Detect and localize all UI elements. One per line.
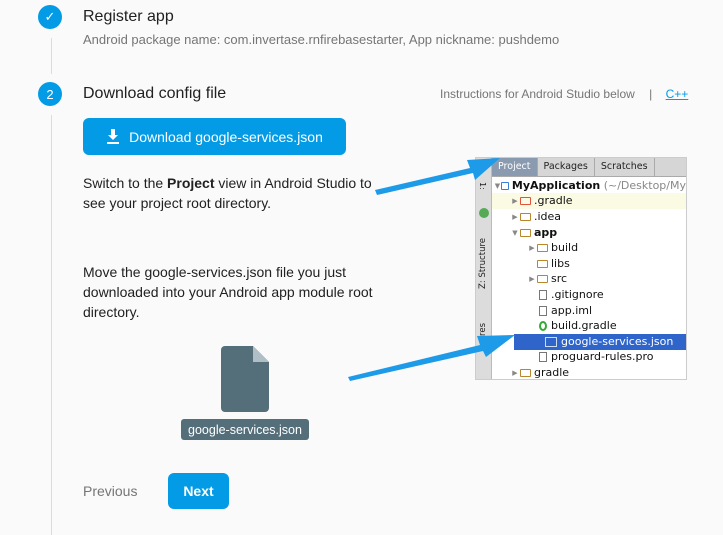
download-icon (107, 128, 120, 144)
step-title: Register app (83, 8, 174, 25)
root-path: (~/Desktop/My (603, 179, 686, 193)
tree-item: ▼app (512, 226, 558, 240)
download-config-button[interactable]: Download google-services.json (83, 118, 346, 155)
instruction-project-view: Switch to the Project view in Android St… (83, 173, 383, 213)
file-label: google-services.json (181, 419, 309, 440)
tab-scratches: Scratches (595, 158, 655, 176)
file-icon[interactable] (221, 346, 269, 412)
cpp-link[interactable]: C++ (665, 87, 689, 101)
step-title: Download config file (83, 85, 227, 102)
tree-label: .idea (534, 210, 562, 224)
instructions-label: Instructions for Android Studio below | … (440, 87, 688, 101)
instructions-text: Instructions for Android Studio below (440, 87, 635, 101)
tab-packages: Packages (538, 158, 595, 176)
tree-label: .gitignore (551, 288, 604, 302)
tree-root: ▼MyApplication (~/Desktop/My (494, 179, 686, 193)
tree-label: gradle (534, 366, 570, 380)
step-subtitle: Android package name: com.invertase.rnfi… (83, 32, 560, 47)
tree-label: app (534, 226, 558, 240)
tree-item: ▶build (529, 241, 579, 255)
android-studio-screenshot: 1: Z: Structure ures Project Packages Sc… (475, 157, 687, 380)
tree-label: libs (551, 257, 570, 271)
text: view in Android Studio to see your proje… (83, 175, 372, 211)
tree-label: build.gradle (551, 319, 617, 333)
side-label: 1: (478, 182, 487, 190)
tree-item-selected: google-services.json (514, 334, 686, 350)
tree-item: ▶.gradle (492, 193, 686, 209)
tree-item: ▶gradle (512, 366, 570, 380)
arrow-icon (375, 158, 500, 195)
tree-label: .gradle (534, 194, 573, 208)
tree-label: build (551, 241, 579, 255)
step-connector (51, 38, 52, 74)
tool-strip: 1: Z: Structure ures (476, 158, 492, 379)
android-icon (479, 208, 489, 218)
step-connector (51, 115, 52, 535)
bold-text: Project (167, 175, 215, 191)
arrow-icon (348, 335, 515, 381)
tab-project: Project (492, 158, 538, 176)
tree-label: src (551, 272, 568, 286)
download-label: Download google-services.json (129, 128, 323, 145)
tree-item: ▶.idea (512, 210, 562, 224)
tree-label: app.iml (551, 304, 593, 318)
tree-item: proguard-rules.pro (492, 349, 686, 365)
tool-tabs: Project Packages Scratches (492, 158, 686, 177)
previous-button[interactable]: Previous (83, 483, 138, 499)
text: Switch to the (83, 175, 168, 191)
tree-item: build.gradle (492, 318, 686, 334)
root-name: MyApplication (511, 179, 601, 193)
tree-label: google-services.json (561, 335, 674, 349)
tree-item: libs (492, 256, 686, 272)
separator: | (649, 87, 653, 101)
tree-item: .gitignore (492, 287, 686, 303)
instruction-move-file: Move the google-services.json file you j… (83, 264, 373, 320)
tree-label: proguard-rules.pro (551, 350, 654, 364)
check-icon: ✓ (38, 5, 62, 29)
tree-item: ▶src (529, 272, 568, 286)
next-button[interactable]: Next (168, 473, 229, 509)
step-number: 2 (38, 82, 62, 106)
tree-item: app.iml (492, 303, 686, 319)
